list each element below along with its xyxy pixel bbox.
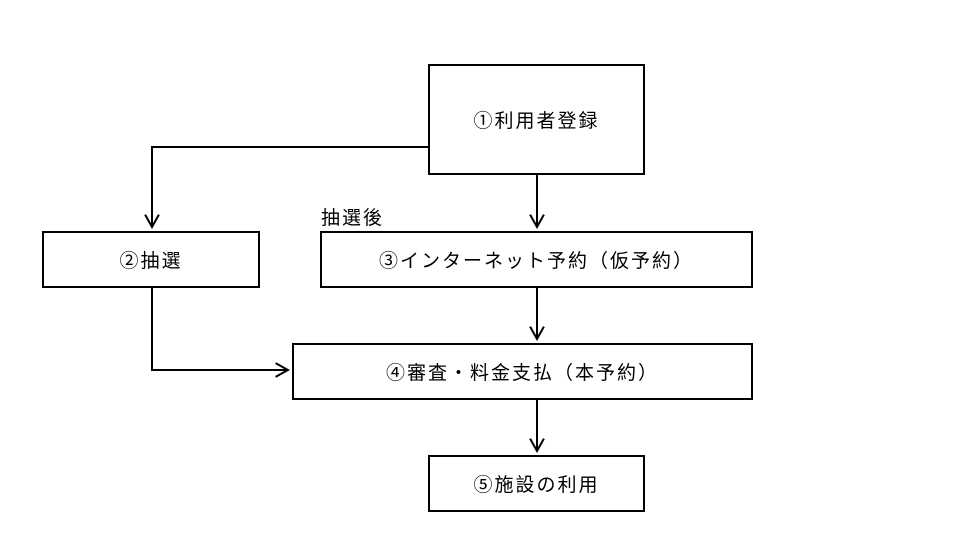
flow-node-label: ①利用者登録 — [473, 111, 600, 132]
flow-node-facility-use: ⑤施設の利用 — [428, 455, 645, 512]
edge-step2-step4 — [151, 288, 288, 370]
flow-node-internet-reservation: ③インターネット予約（仮予約） — [320, 231, 753, 288]
edge-step1-step2 — [152, 146, 428, 227]
flow-node-label: ④審査・料金支払（本予約） — [385, 363, 659, 384]
flow-node-review-payment: ④審査・料金支払（本予約） — [292, 343, 753, 400]
flow-node-user-registration: ①利用者登録 — [428, 64, 645, 175]
flow-node-label: ②抽選 — [119, 251, 183, 272]
flow-node-label: ⑤施設の利用 — [473, 475, 600, 496]
flow-node-lottery: ②抽選 — [42, 231, 260, 288]
flow-node-label: ③インターネット予約（仮予約） — [378, 251, 694, 272]
after-lottery-annotation: 抽選後 — [321, 208, 385, 229]
